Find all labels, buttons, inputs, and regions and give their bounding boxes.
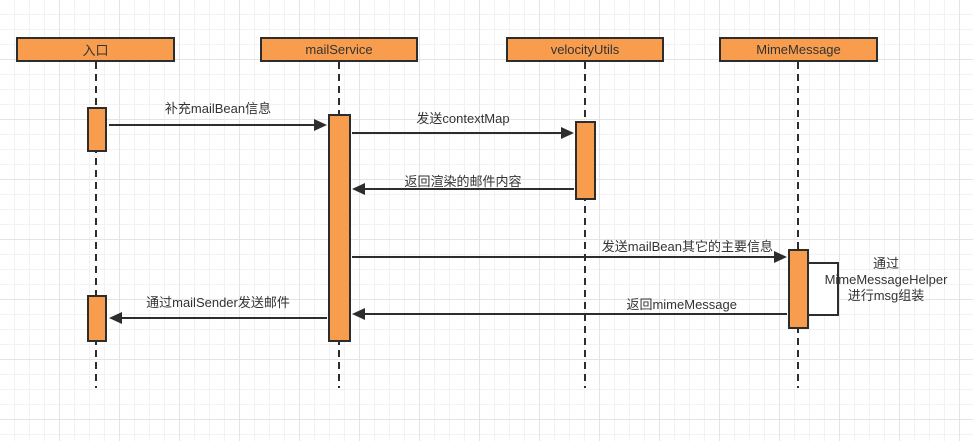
actor-label-mimemessage: MimeMessage	[756, 42, 841, 57]
message-label: 返回渲染的邮件内容	[404, 174, 522, 189]
activation-bar-velocityutils	[575, 121, 596, 200]
note-line: MimeMessageHelper	[824, 272, 948, 287]
lifeline-mimemessage	[797, 62, 799, 388]
message-line	[122, 317, 327, 319]
actor-box-velocityutils: velocityUtils	[506, 37, 664, 62]
message-send-mailbean-main-info: 发送mailBean其它的主要信息	[352, 229, 787, 271]
activation-bar-mimemessage	[788, 249, 809, 329]
arrowhead-left-icon	[352, 308, 365, 320]
message-return-rendered-mail-content: 返回渲染的邮件内容	[352, 161, 574, 203]
actor-label-velocityutils: velocityUtils	[550, 42, 620, 57]
message-send-contextmap: 发送contextMap	[352, 105, 574, 147]
arrowhead-right-icon	[774, 251, 787, 263]
message-label: 补充mailBean信息	[164, 101, 272, 116]
note-mimemessagehelper: 通过 MimeMessageHelper 进行msg组装	[816, 256, 956, 304]
note-line: 通过	[872, 256, 899, 271]
actor-label-mailservice: mailService	[305, 42, 373, 57]
message-line	[352, 132, 561, 134]
actor-box-mailservice: mailService	[260, 37, 418, 62]
actor-box-mimemessage: MimeMessage	[719, 37, 878, 62]
arrowhead-left-icon	[109, 312, 122, 324]
message-fill-mailbean-info: 补充mailBean信息	[109, 97, 327, 139]
message-label: 发送contextMap	[416, 111, 510, 126]
activation-bar-entry-2	[87, 295, 107, 342]
message-label: 返回mimeMessage	[626, 297, 737, 312]
note-line: 进行msg组装	[847, 288, 925, 303]
message-label: 发送mailBean其它的主要信息	[601, 239, 773, 254]
lifeline-velocityutils	[584, 62, 586, 388]
self-call-bracket-mimemessage	[807, 262, 839, 316]
message-line	[352, 256, 774, 258]
lifeline-entry	[95, 62, 97, 388]
activation-bar-mailservice	[328, 114, 351, 342]
activation-bar-entry-1	[87, 107, 107, 152]
message-send-mail-via-mailsender: 通过mailSender发送邮件	[109, 290, 327, 332]
arrowhead-right-icon	[314, 119, 327, 131]
message-line	[365, 188, 574, 190]
message-line	[109, 124, 314, 126]
arrowhead-left-icon	[352, 183, 365, 195]
message-line	[365, 313, 787, 315]
actor-label-entry: 入口	[82, 43, 109, 58]
actor-box-entry: 入口	[16, 37, 175, 62]
arrowhead-right-icon	[561, 127, 574, 139]
message-label: 通过mailSender发送邮件	[146, 295, 290, 310]
message-return-mimemessage: 返回mimeMessage	[352, 286, 787, 328]
